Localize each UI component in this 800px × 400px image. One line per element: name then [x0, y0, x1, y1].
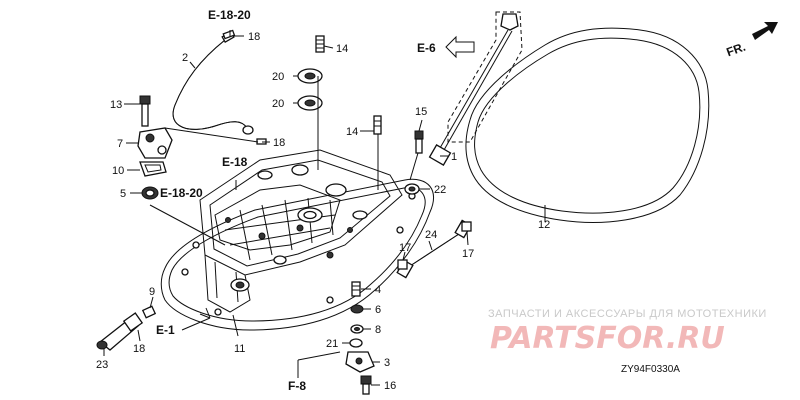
label-14-top: 14 [336, 43, 348, 55]
label-8: 8 [375, 324, 381, 336]
watermark-logo: PARTSFOR.RU [490, 321, 725, 356]
ref-e-18-20-top[interactable]: E-18-20 [208, 8, 251, 22]
label-9: 9 [149, 286, 155, 298]
label-3: 3 [384, 357, 390, 369]
label-6: 6 [375, 304, 381, 316]
label-22: 22 [434, 184, 446, 196]
label-10: 10 [112, 165, 124, 177]
label-20-bottom: 20 [272, 98, 284, 110]
watermark-tagline: ЗАПЧАСТИ И АКСЕССУАРЫ ДЛЯ МОТОТЕХНИКИ [488, 308, 767, 320]
leader-lines [103, 30, 546, 386]
label-21: 21 [326, 338, 338, 350]
belt-part [465, 27, 710, 223]
label-17-right: 17 [462, 248, 474, 260]
label-20-top: 20 [272, 71, 284, 83]
label-5: 5 [120, 188, 126, 200]
label-14-middle: 14 [346, 126, 358, 138]
label-16: 16 [384, 380, 396, 392]
breather-hose [172, 31, 254, 135]
diagram-code: ZY94F0330A [621, 364, 680, 375]
label-18-bottom: 18 [133, 343, 145, 355]
label-7: 7 [117, 138, 123, 150]
ref-fr: FR. [724, 40, 747, 60]
oil-pan-housing [160, 149, 435, 331]
ref-e-6[interactable]: E-6 [417, 41, 436, 55]
ref-e-1[interactable]: E-1 [156, 323, 175, 337]
label-13: 13 [110, 99, 122, 111]
part-number-labels: 1 2 3 4 5 6 7 8 9 10 11 12 13 14 14 15 1… [96, 31, 550, 392]
label-18-middle: 18 [273, 137, 285, 149]
label-18-top: 18 [248, 31, 260, 43]
oil-level-gauge [428, 11, 523, 166]
label-15: 15 [415, 106, 427, 118]
e6-arrow-icon [445, 35, 475, 59]
label-23: 23 [96, 359, 108, 371]
ref-f-8[interactable]: F-8 [288, 379, 306, 393]
small-parts [96, 29, 472, 395]
label-1: 1 [451, 151, 457, 163]
ref-e-18-20-left[interactable]: E-18-20 [160, 186, 203, 200]
ref-e-18[interactable]: E-18 [222, 155, 248, 169]
label-12: 12 [538, 219, 550, 231]
label-2: 2 [182, 52, 188, 64]
fr-arrow-icon [752, 22, 778, 40]
label-24: 24 [425, 229, 437, 241]
label-11: 11 [234, 343, 245, 355]
reference-labels: E-18-20 E-18-20 E-18 E-6 E-1 F-8 FR. [156, 8, 747, 393]
label-17-left: 17 [399, 242, 411, 254]
label-4: 4 [375, 284, 381, 296]
